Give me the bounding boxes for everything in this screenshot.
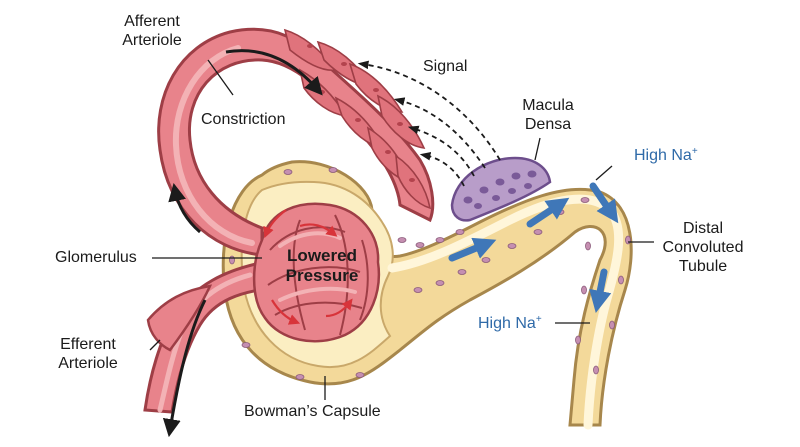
tubule-flow-arrow-1 — [448, 237, 497, 262]
signal-text: Signal — [423, 58, 468, 75]
glomerulus-red-arrow-4 — [325, 298, 353, 318]
afferent-return-arrow — [168, 182, 201, 234]
label-constriction: Constriction — [201, 110, 285, 129]
label-high-na-bottom: High Na+ — [478, 314, 542, 333]
label-bowmans-capsule: Bowman’s Capsule — [244, 402, 381, 421]
efferent-line-1: Efferent — [60, 336, 116, 353]
distal-line-3: Tubule — [678, 258, 728, 275]
lowered-line-2: Pressure — [285, 266, 359, 285]
tubule-flow-arrow-2 — [526, 197, 570, 228]
flow-arrows — [162, 49, 619, 438]
constriction-text: Constriction — [201, 111, 286, 128]
high-na-bottom-sup: + — [535, 314, 542, 325]
glomerulus-red-arrow-2 — [299, 223, 338, 237]
signal-arrow-3 — [407, 125, 475, 177]
afferent-flow-arrow — [225, 49, 323, 96]
glomerulus-red-arrow-1 — [263, 209, 287, 239]
tubule-flow-arrow-4 — [589, 268, 612, 313]
macula-line-2: Densa — [524, 116, 572, 133]
distal-line-2: Convoluted — [662, 239, 744, 256]
macula-densa — [450, 156, 552, 222]
high-na-top-text: High Na — [634, 147, 692, 164]
tubule-flow-arrow-3 — [589, 182, 619, 224]
efferent-line-2: Arteriole — [58, 355, 118, 372]
label-efferent-arteriole: Efferent Arteriole — [38, 335, 138, 373]
distal-line-1: Distal — [682, 220, 723, 237]
lowered-line-1: Lowered — [287, 246, 357, 265]
glomerulus-red-arrow-3 — [271, 299, 301, 325]
macula-line-1: Macula — [522, 97, 574, 114]
label-distal-tubule: Distal Convoluted Tubule — [648, 219, 758, 276]
signal-arrow-4 — [419, 151, 465, 187]
afferent-line-1: Afferent — [124, 13, 180, 30]
label-high-na-top: High Na+ — [634, 146, 698, 165]
bowmans-capsule-text: Bowman’s Capsule — [244, 403, 381, 420]
afferent-arteriole — [157, 27, 435, 257]
high-na-bottom-text: High Na — [478, 315, 536, 332]
leader-lines — [149, 59, 654, 400]
label-signal: Signal — [423, 57, 467, 76]
label-lowered-pressure: Lowered Pressure — [272, 246, 372, 286]
glomerulus-text: Glomerulus — [55, 249, 137, 266]
high-na-top-sup: + — [691, 146, 698, 157]
label-glomerulus: Glomerulus — [55, 248, 137, 267]
label-macula-densa: Macula Densa — [508, 96, 588, 134]
afferent-line-2: Arteriole — [122, 32, 182, 49]
signal-arrow-1 — [357, 60, 501, 161]
efferent-flow-arrow — [162, 299, 207, 438]
efferent-arteriole — [143, 260, 274, 414]
label-afferent-arteriole: Afferent Arteriole — [102, 12, 202, 50]
signal-arrow-2 — [393, 97, 486, 169]
